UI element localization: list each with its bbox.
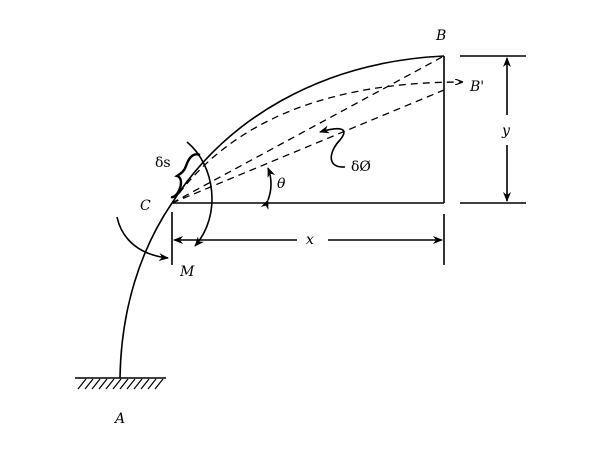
moment-arc-right [186,141,213,247]
tangent-line-to-B [171,55,445,204]
fixed-support [75,377,166,390]
label-delta-phi: δØ [351,159,371,175]
label-delta-s: δs [155,155,171,171]
beam-curve [119,55,445,379]
theta-angle-arrow [260,167,276,210]
x-dimension [171,212,445,265]
deflected-curve-to-B-prime [171,82,462,204]
label-theta: θ [277,176,286,192]
label-M: M [179,264,195,280]
label-y: y [501,123,511,139]
delta-s-brace [170,153,201,199]
tangent-line-lower [171,89,445,204]
label-A: A [113,411,125,427]
label-B-prime: B' [469,79,484,95]
moment-arc-left [116,216,169,262]
delta-phi-arrow [319,125,346,168]
label-C: C [140,198,151,214]
y-dimension [460,55,526,204]
label-B: B [435,28,446,44]
label-x: x [306,232,314,248]
